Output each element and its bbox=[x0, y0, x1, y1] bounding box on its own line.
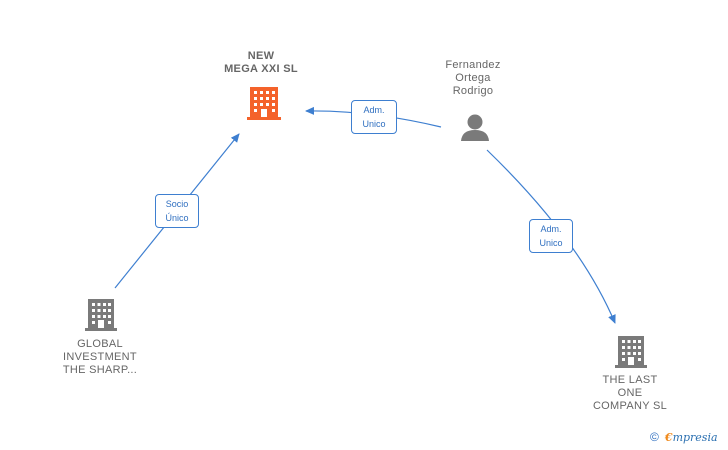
building-icon[interactable] bbox=[85, 299, 117, 331]
node-label-line: THE SHARP... bbox=[62, 364, 138, 376]
empresia-logo: €mpresia bbox=[665, 431, 718, 444]
node-label-line: MEGA XXI SL bbox=[224, 63, 298, 75]
person-icon[interactable] bbox=[461, 114, 489, 142]
empresia-logo-text: mpresia bbox=[672, 431, 718, 444]
edge-label-line: Unico bbox=[362, 119, 386, 129]
edge-label-adm-unico-new-mega[interactable]: Adm. Unico bbox=[351, 100, 397, 134]
node-label-line: ONE bbox=[617, 387, 643, 399]
node-label-line: COMPANY SL bbox=[592, 400, 668, 412]
edge-label-line: Único bbox=[165, 213, 189, 223]
edge-label-adm-unico-last-one[interactable]: Adm. Unico bbox=[529, 219, 573, 253]
building-icon[interactable] bbox=[247, 87, 281, 120]
node-label-line: NEW bbox=[247, 50, 275, 62]
empresia-logo-mark: € bbox=[664, 431, 673, 444]
edge-label-line: Socio bbox=[165, 199, 189, 209]
node-label-line: Fernandez bbox=[445, 59, 501, 71]
node-label-line: INVESTMENT bbox=[63, 351, 137, 363]
edge-label-line: Adm. bbox=[540, 224, 562, 234]
copyright-icon: © bbox=[650, 430, 659, 444]
node-label-new-mega[interactable]: NEW MEGA XXI SL bbox=[205, 50, 317, 76]
node-label-last-one[interactable]: THE LAST ONE COMPANY SL bbox=[580, 374, 680, 413]
node-label-line: Ortega bbox=[455, 72, 491, 84]
node-label-line: Rodrigo bbox=[452, 85, 494, 97]
footer-brand: © €mpresia bbox=[650, 430, 718, 444]
building-icon[interactable] bbox=[615, 336, 647, 368]
edge-label-line: Unico bbox=[539, 238, 563, 248]
node-label-line: GLOBAL bbox=[77, 338, 123, 350]
node-label-fernandez[interactable]: Fernandez Ortega Rodrigo bbox=[425, 59, 521, 98]
edge-label-line: Adm. bbox=[363, 105, 385, 115]
node-label-line: THE LAST bbox=[602, 374, 658, 386]
edge-label-socio-unico[interactable]: Socio Único bbox=[155, 194, 199, 228]
node-label-global[interactable]: GLOBAL INVESTMENT THE SHARP... bbox=[50, 338, 150, 377]
